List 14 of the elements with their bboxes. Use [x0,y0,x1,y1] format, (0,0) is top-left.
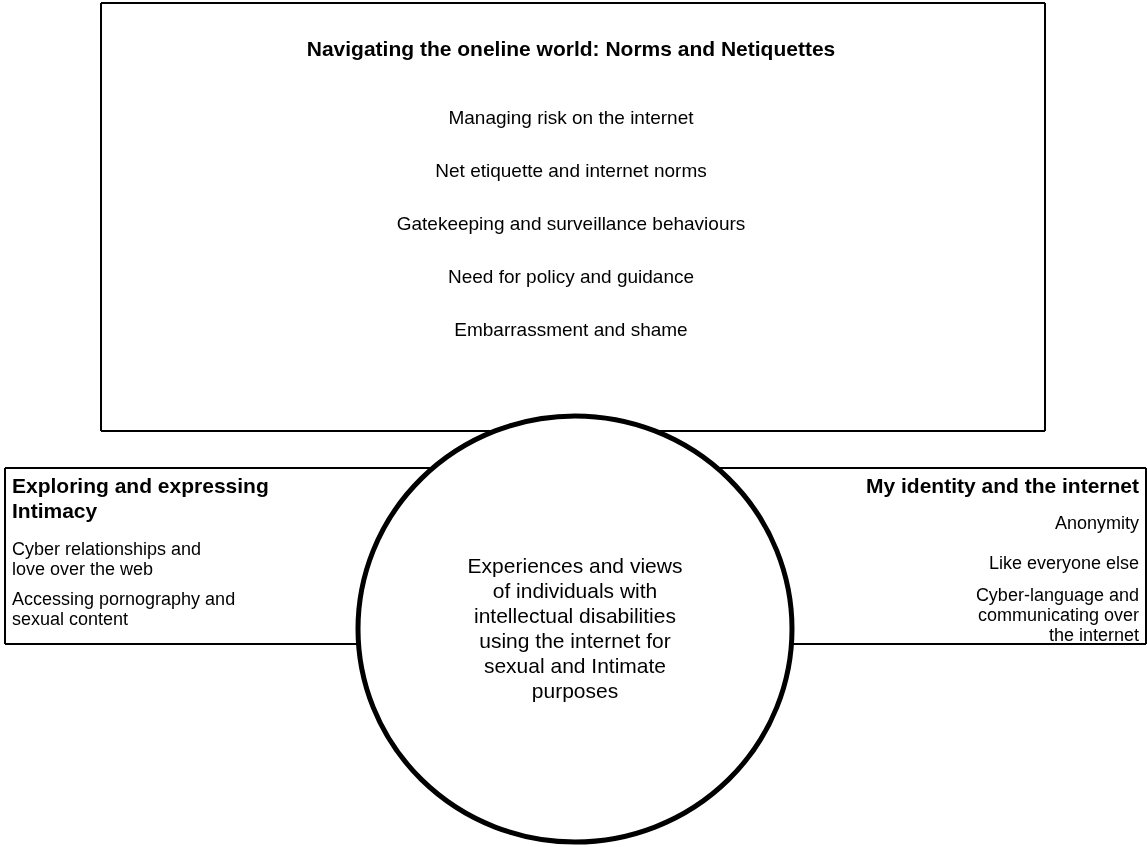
subtheme-text: Need for policy and guidance [446,266,696,288]
central-theme-text: Experiences and views of individuals with intellectual disabilities using the internet for sexual and Intimate purposes [466,553,684,703]
subtheme-text: Gatekeeping and surveillance behaviours [395,213,747,235]
subtheme-text: Like everyone else [987,553,1139,573]
subtheme-text: Anonymity [1053,513,1139,533]
subtheme-text: Net etiquette and internet norms [434,160,708,182]
subtheme-text: Cyber-language and communicating over the internet [974,585,1139,645]
box-heading: Navigating the oneline world: Norms and Netiquettes [305,36,837,61]
box-heading: Exploring and expressing Intimacy [12,473,270,523]
subtheme-text: Cyber relationships and love over the web [12,539,203,579]
subtheme-text: Managing risk on the internet [447,107,695,129]
subtheme-text: Accessing pornography and sexual content [12,589,237,629]
subtheme-text: Embarrassment and shame [453,319,689,341]
box-heading: My identity and the internet [864,473,1139,498]
